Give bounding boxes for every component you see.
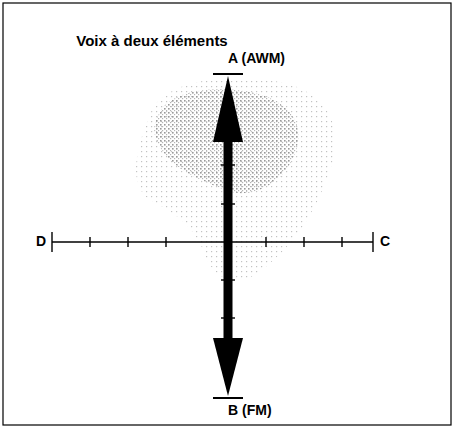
axis-end-label: C [380,233,390,250]
pole-label: A (AWM) [228,50,285,67]
double-arrow [213,74,243,398]
voice-cloud-outer [136,78,336,280]
axis-end-label: D [36,233,46,250]
pole-label: B (FM) [228,402,272,419]
frame-border [3,3,451,425]
horizontal-axis [52,232,373,252]
diagram-title: Voix à deux éléments [40,32,264,50]
